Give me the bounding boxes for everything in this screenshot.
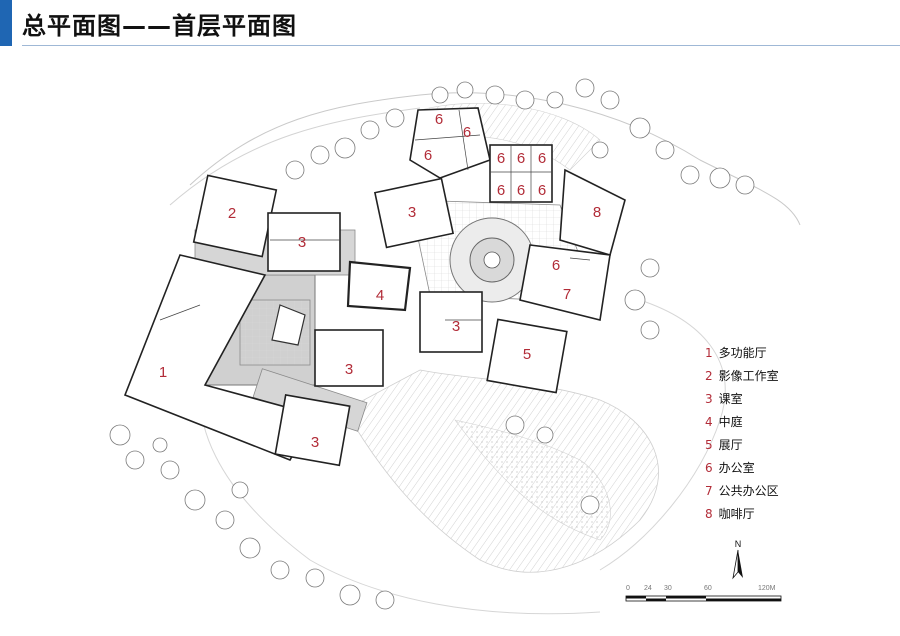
legend-text: 咖啡厅 [718,507,755,521]
room-label-exhibition: 5 [523,346,531,363]
scale-tick-120m: 120M [758,585,776,592]
building-classroom-b [373,177,455,249]
legend-number: 8 [705,507,713,521]
building-classroom-c [314,329,384,387]
room-label-office-10: 6 [552,257,560,274]
legend-text: 展厅 [718,438,743,452]
trees [109,78,755,610]
room-label-office-7: 6 [497,182,505,199]
room-label-office-5: 6 [517,150,525,167]
room-label-public-office: 7 [563,286,571,303]
legend-number: 3 [705,392,713,406]
room-label-classroom-c: 3 [345,361,353,378]
plaza-fountain [483,251,501,269]
site-plan: 1 2 3 3 3 3 3 4 5 6 6 6 6 6 6 6 6 6 6 7 … [109,78,801,615]
building-exhibition [486,318,568,394]
legend-number: 6 [705,461,713,475]
room-label-studio: 2 [228,205,236,222]
scale-tick-30: 30 [664,585,672,592]
legend-number: 5 [705,438,713,452]
legend-item: 8 咖啡厅 [705,505,779,528]
legend-text: 影像工作室 [718,369,779,383]
legend-text: 公共办公区 [718,484,779,498]
legend-item: 6 办公室 [705,459,779,482]
north-arrow-icon: N [732,539,743,580]
room-label-classroom-e: 3 [311,434,319,451]
page-title: 总平面图——首层平面图 [22,12,297,40]
room-label-office-3: 6 [424,147,432,164]
building-office-row [489,144,553,203]
building-office-north [409,107,491,179]
scale-tick-0: 0 [626,585,630,592]
room-legend: 1 多功能厅 2 影像工作室 3 课室 4 中庭 5 展厅 6 办公室 7 公共办公区 8 咖啡… [705,344,779,528]
legend-item: 7 公共办公区 [705,482,779,505]
building-classroom-e [274,393,351,467]
landscape-slope [454,419,611,541]
room-label-office-2: 6 [463,124,471,141]
legend-number: 4 [705,415,713,429]
room-label-classroom-d: 3 [452,318,460,335]
road-edge-east [599,299,726,571]
legend-text: 多功能厅 [718,346,767,360]
room-label-office-6: 6 [538,150,546,167]
room-label-atrium: 4 [376,287,384,304]
room-label-office-4: 6 [497,150,505,167]
legend-item: 2 影像工作室 [705,367,779,390]
building-classroom-a [267,212,341,272]
courtyard-tree-center [271,304,306,346]
legend-item: 4 中庭 [705,413,779,436]
room-label-multipurpose-hall: 1 [159,364,167,381]
room-label-office-9: 6 [538,182,546,199]
north-label: N [735,539,742,549]
legend-item: 3 课室 [705,390,779,413]
title-accent-bar [0,0,12,46]
legend-text: 中庭 [718,415,743,429]
scale-bar: 0 24 30 60 120M [625,585,782,602]
legend-number: 2 [705,369,713,383]
room-label-office-1: 6 [435,111,443,128]
room-label-cafe: 8 [593,204,601,221]
legend-number: 1 [705,346,713,360]
room-labels: 1 2 3 3 3 3 3 4 5 6 6 6 6 6 6 6 6 6 6 7 … [159,111,601,451]
legend-item: 5 展厅 [705,436,779,459]
legend-number: 7 [705,484,713,498]
building-classroom-d [419,291,483,353]
legend-text: 课室 [718,392,743,406]
road-outline [169,107,421,206]
title-divider [22,45,900,46]
scale-tick-24: 24 [644,585,652,592]
room-label-classroom-b: 3 [408,204,416,221]
scale-tick-60: 60 [704,585,712,592]
legend-item: 1 多功能厅 [705,344,779,367]
building-public-office [519,244,611,321]
room-label-classroom-a: 3 [298,234,306,251]
room-label-office-8: 6 [517,182,525,199]
interior-partitions [159,109,591,321]
legend-text: 办公室 [718,461,755,475]
building-atrium [346,260,412,312]
